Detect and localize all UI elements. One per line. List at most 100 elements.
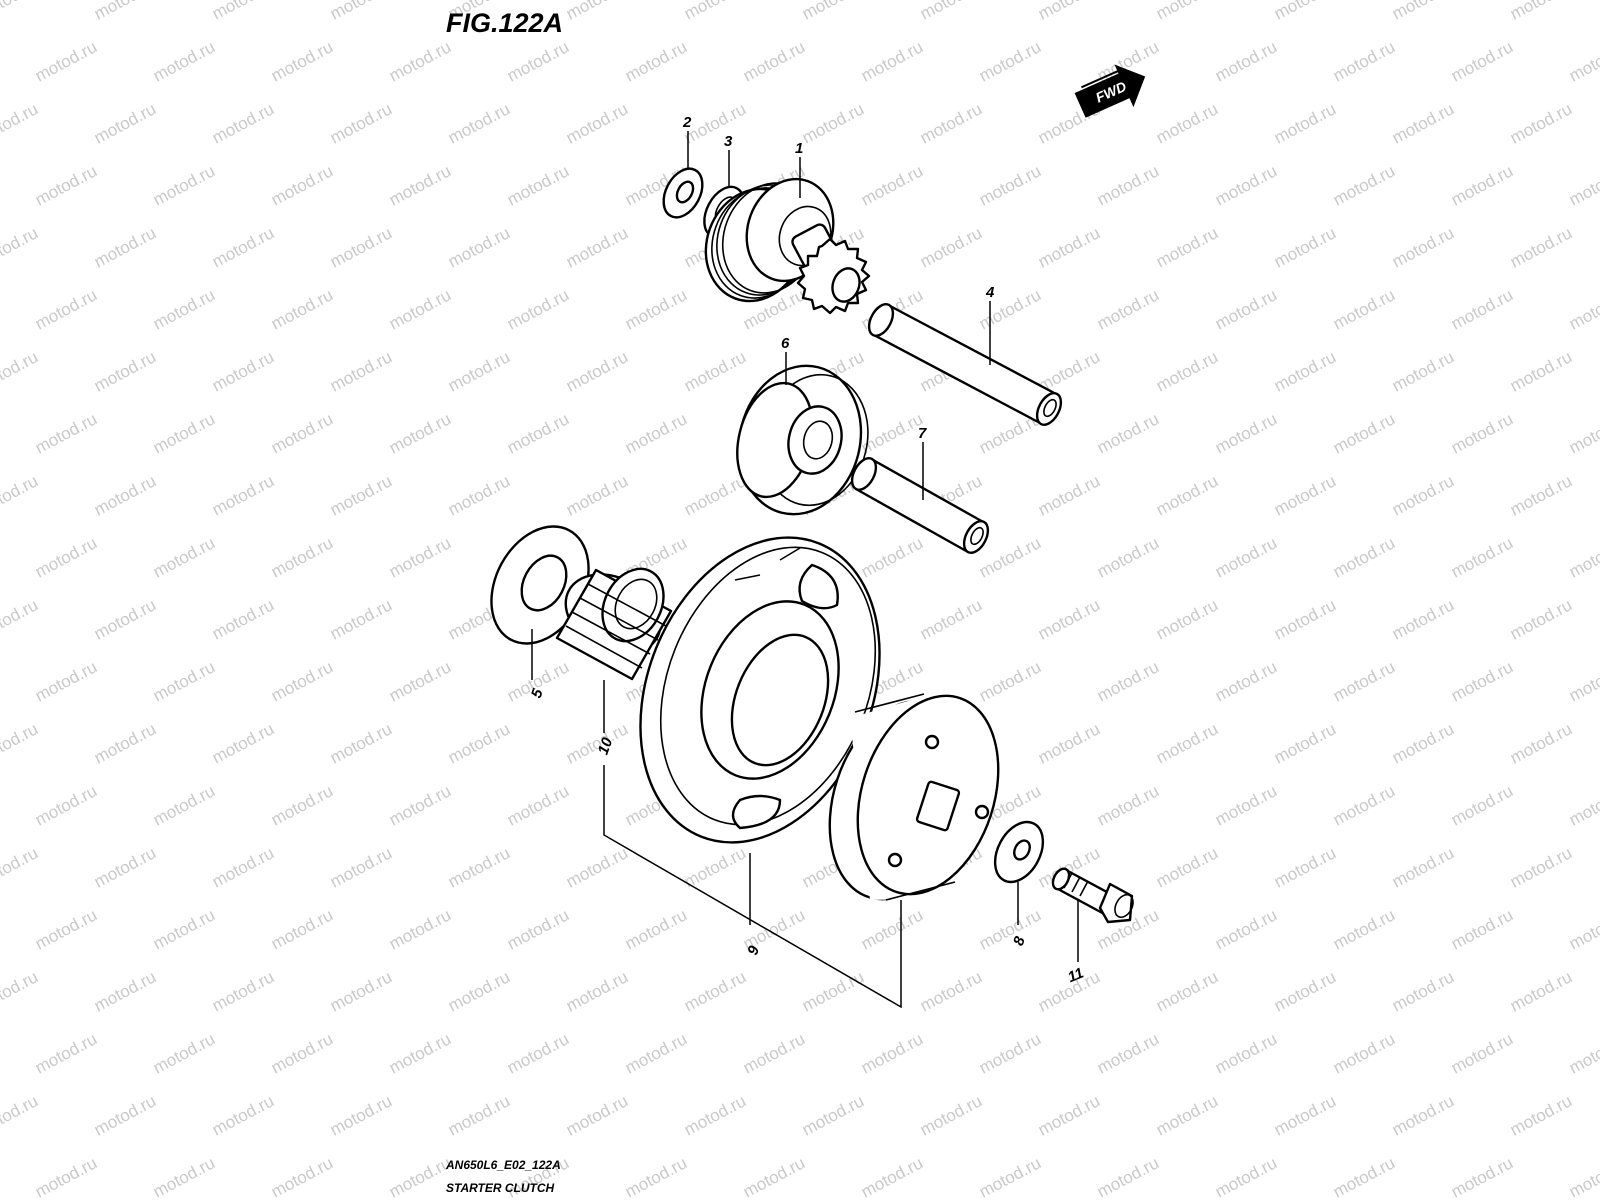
watermark-text: motod.ru bbox=[976, 1029, 1044, 1077]
watermark-text: motod.ru bbox=[386, 37, 454, 85]
watermark-text: motod.ru bbox=[563, 99, 631, 147]
watermark-text: motod.ru bbox=[1507, 0, 1575, 24]
watermark-text: motod.ru bbox=[32, 1029, 100, 1077]
watermark-text: motod.ru bbox=[1094, 409, 1162, 457]
watermark-text: motod.ru bbox=[1389, 99, 1457, 147]
watermark-text: motod.ru bbox=[0, 471, 41, 519]
watermark-text: motod.ru bbox=[1271, 347, 1339, 395]
watermark-text: motod.ru bbox=[91, 843, 159, 891]
watermark-text: motod.ru bbox=[1566, 657, 1600, 705]
watermark-text: motod.ru bbox=[504, 905, 572, 953]
watermark-text: motod.ru bbox=[1566, 161, 1600, 209]
watermark-text: motod.ru bbox=[32, 657, 100, 705]
watermark-text: motod.ru bbox=[799, 99, 867, 147]
needle-bearing-icon bbox=[555, 567, 673, 681]
starter-clutch-assembly-icon bbox=[639, 536, 881, 844]
watermark-text: motod.ru bbox=[1153, 347, 1221, 395]
watermark-text: motod.ru bbox=[327, 99, 395, 147]
watermark-text: motod.ru bbox=[1271, 967, 1339, 1015]
watermark-text: motod.ru bbox=[327, 1091, 395, 1139]
watermark-text: motod.ru bbox=[0, 223, 41, 271]
watermark-text: motod.ru bbox=[681, 967, 749, 1015]
watermark-text: motod.ru bbox=[799, 1091, 867, 1139]
watermark-text: motod.ru bbox=[622, 409, 690, 457]
watermark-text: motod.ru bbox=[563, 0, 631, 24]
watermark-text: motod.ru bbox=[91, 347, 159, 395]
watermark-text: motod.ru bbox=[0, 595, 41, 643]
watermark-text: motod.ru bbox=[327, 471, 395, 519]
watermark-text: motod.ru bbox=[1566, 285, 1600, 333]
watermark-text: motod.ru bbox=[150, 37, 218, 85]
watermark-text: motod.ru bbox=[32, 905, 100, 953]
watermark-text: motod.ru bbox=[91, 1091, 159, 1139]
callout-1: 1 bbox=[795, 140, 803, 157]
watermark-text: motod.ru bbox=[1330, 781, 1398, 829]
watermark-text: motod.ru bbox=[1212, 161, 1280, 209]
watermark-text: motod.ru bbox=[1448, 285, 1516, 333]
watermark-text: motod.ru bbox=[1507, 843, 1575, 891]
watermark-text: motod.ru bbox=[1153, 967, 1221, 1015]
watermark-text: motod.ru bbox=[976, 657, 1044, 705]
watermark-text: motod.ru bbox=[1035, 0, 1103, 24]
watermark-text: motod.ru bbox=[1212, 533, 1280, 581]
watermark-text: motod.ru bbox=[386, 781, 454, 829]
watermark-text: motod.ru bbox=[209, 967, 277, 1015]
watermark-text: motod.ru bbox=[1566, 37, 1600, 85]
watermark-text: motod.ru bbox=[445, 843, 513, 891]
watermark-text: motod.ru bbox=[1153, 99, 1221, 147]
watermark-text: motod.ru bbox=[740, 1153, 808, 1200]
watermark-text: motod.ru bbox=[504, 781, 572, 829]
watermark-text: motod.ru bbox=[1448, 533, 1516, 581]
watermark-text: motod.ru bbox=[1389, 471, 1457, 519]
figure-title: FIG.122A bbox=[446, 8, 563, 38]
watermark-text: motod.ru bbox=[858, 533, 926, 581]
watermark-text: motod.ru bbox=[150, 533, 218, 581]
watermark-text: motod.ru bbox=[327, 347, 395, 395]
watermark-text: motod.ru bbox=[91, 0, 159, 24]
watermark-text: motod.ru bbox=[1389, 719, 1457, 767]
watermark-text: motod.ru bbox=[563, 347, 631, 395]
watermark-text: motod.ru bbox=[445, 471, 513, 519]
watermark-text: motod.ru bbox=[681, 843, 749, 891]
watermark-text: motod.ru bbox=[1212, 1029, 1280, 1077]
watermark-text: motod.ru bbox=[917, 99, 985, 147]
watermark-text: motod.ru bbox=[1271, 0, 1339, 24]
watermark-text: motod.ru bbox=[386, 1029, 454, 1077]
watermark-text: motod.ru bbox=[917, 967, 985, 1015]
watermark-text: motod.ru bbox=[1330, 657, 1398, 705]
watermark-text: motod.ru bbox=[32, 1153, 100, 1200]
watermark-text: motod.ru bbox=[858, 905, 926, 953]
watermark-text: motod.ru bbox=[1507, 471, 1575, 519]
watermark-text: motod.ru bbox=[150, 657, 218, 705]
watermark-text: motod.ru bbox=[1035, 471, 1103, 519]
watermark-text: motod.ru bbox=[1094, 285, 1162, 333]
watermark-text: motod.ru bbox=[1566, 1153, 1600, 1200]
watermark-text: motod.ru bbox=[1448, 161, 1516, 209]
watermark-text: motod.ru bbox=[1212, 409, 1280, 457]
watermark-text: motod.ru bbox=[740, 37, 808, 85]
watermark-text: motod.ru bbox=[209, 223, 277, 271]
watermark-text: motod.ru bbox=[1153, 1091, 1221, 1139]
watermark-text: motod.ru bbox=[150, 285, 218, 333]
watermark-text: motod.ru bbox=[209, 99, 277, 147]
watermark-text: motod.ru bbox=[0, 0, 41, 24]
watermark-text: motod.ru bbox=[1507, 1091, 1575, 1139]
watermark-text: motod.ru bbox=[681, 347, 749, 395]
watermark-text: motod.ru bbox=[976, 37, 1044, 85]
watermark-text: motod.ru bbox=[209, 1091, 277, 1139]
watermark-text: motod.ru bbox=[1271, 719, 1339, 767]
watermark-text: motod.ru bbox=[1153, 471, 1221, 519]
watermark-text: motod.ru bbox=[386, 409, 454, 457]
watermark-text: motod.ru bbox=[268, 657, 336, 705]
watermark-text: motod.ru bbox=[858, 1153, 926, 1200]
fwd-arrow-icon bbox=[1074, 64, 1146, 118]
callout-numbers: 2 3 1 4 6 7 5 10 9 8 11 bbox=[528, 114, 1086, 986]
watermark-text: motod.ru bbox=[32, 533, 100, 581]
watermark-text: motod.ru bbox=[1330, 285, 1398, 333]
watermark-text: motod.ru bbox=[1507, 595, 1575, 643]
watermark-text: motod.ru bbox=[917, 595, 985, 643]
callout-3: 3 bbox=[724, 133, 733, 150]
watermark-text: motod.ru bbox=[504, 1029, 572, 1077]
watermark-text: motod.ru bbox=[445, 719, 513, 767]
